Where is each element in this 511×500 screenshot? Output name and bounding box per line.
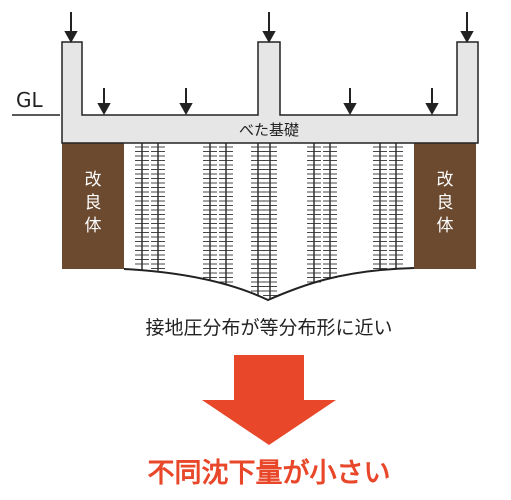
improved-body-left-char-1: 改	[85, 170, 102, 190]
improved-body-right-char-1: 改	[437, 170, 454, 190]
pressure-caption: 接地圧分布が等分布形に近い	[145, 317, 392, 339]
improved-body-left-char-3: 体	[85, 216, 102, 236]
improved-body-right	[414, 143, 476, 269]
improved-body-right-char-2: 良	[437, 193, 454, 213]
foundation-label: べた基礎	[239, 121, 299, 139]
pressure-distribution-curve	[123, 267, 415, 302]
improved-body-left	[62, 143, 124, 269]
improved-body-left-label: 改 良 体	[85, 170, 102, 236]
result-caption: 不同沈下量が小さい	[148, 457, 391, 489]
improved-body-right-char-3: 体	[437, 216, 454, 236]
pressure-hatching	[135, 143, 403, 300]
down-arrow	[202, 355, 336, 445]
improved-body-right-label: 改 良 体	[437, 170, 454, 236]
ground-label: GL	[16, 88, 43, 112]
raft-foundation	[61, 41, 479, 144]
improved-body-left-char-2: 良	[85, 193, 102, 213]
load-arrows	[64, 12, 474, 116]
